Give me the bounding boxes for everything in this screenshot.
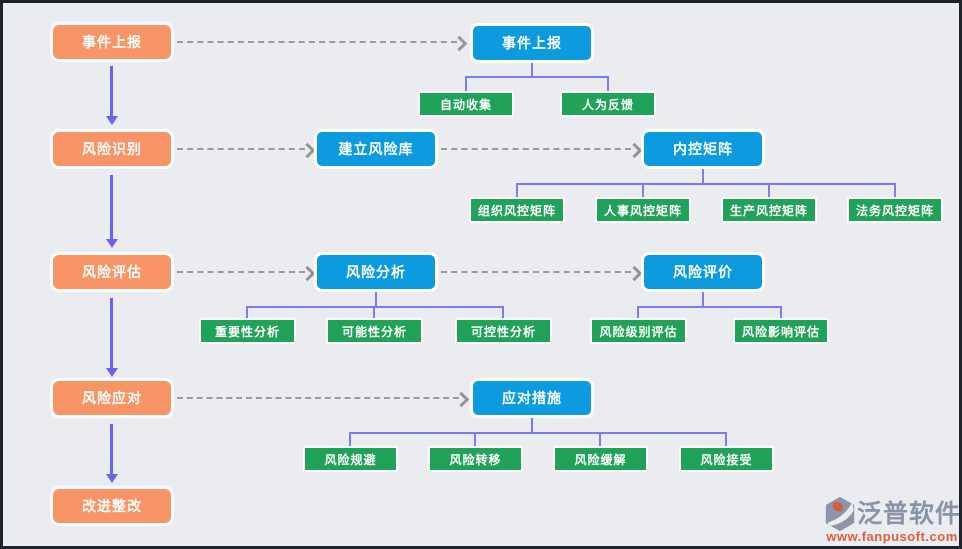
tree-connector — [725, 432, 727, 446]
leaf-node-risk-level-eval: 风险级别评估 — [590, 318, 687, 344]
dashed-link — [441, 271, 631, 273]
dashed-arrow-head-icon — [626, 142, 643, 159]
tree-connector — [516, 183, 518, 197]
tree-connector — [349, 432, 727, 434]
tree-connector — [349, 432, 351, 446]
dashed-link — [177, 397, 459, 399]
stage-node-risk-respond: 风险应对 — [50, 378, 174, 418]
tree-connector — [246, 306, 504, 308]
leaf-node-risk-accept: 风险接受 — [679, 446, 774, 472]
flow-arrow-head-icon — [106, 474, 118, 483]
leaf-node-risk-impact-eval: 风险影响评估 — [733, 318, 829, 344]
leaf-node-org-matrix: 组织风控矩阵 — [469, 197, 565, 223]
leaf-node-auto-collect: 自动收集 — [418, 91, 514, 117]
hub-node-control-matrix: 内控矩阵 — [641, 129, 765, 169]
fanpu-logo-icon — [825, 497, 855, 531]
tree-connector — [894, 183, 896, 197]
tree-connector — [531, 418, 533, 432]
leaf-node-risk-transfer: 风险转移 — [428, 446, 523, 472]
tree-connector — [780, 306, 782, 318]
tree-connector — [768, 183, 770, 197]
dashed-link — [441, 148, 631, 150]
hub-node-event-report: 事件上报 — [470, 23, 594, 63]
leaf-node-importance-analysis: 重要性分析 — [199, 318, 296, 344]
flow-arrow-head-icon — [106, 368, 118, 377]
watermark: 泛普软件 www.fanpusoft.com — [823, 497, 962, 544]
leaf-node-prod-matrix: 生产风控矩阵 — [721, 197, 817, 223]
flow-arrow-line — [110, 298, 113, 368]
tree-connector — [516, 183, 896, 185]
stage-node-risk-identify: 风险识别 — [50, 129, 174, 169]
tree-connector — [375, 292, 377, 306]
flow-arrow-line — [110, 175, 113, 239]
dashed-link — [177, 41, 457, 43]
flow-arrow-head-icon — [106, 239, 118, 248]
stage-node-event-report: 事件上报 — [50, 22, 174, 62]
dashed-link — [177, 148, 305, 150]
tree-connector — [474, 432, 476, 446]
tree-connector — [702, 292, 704, 306]
tree-connector — [502, 306, 504, 318]
tree-connector — [642, 183, 644, 197]
leaf-node-risk-avoid: 风险规避 — [303, 446, 398, 472]
stage-node-improve: 改进整改 — [50, 486, 174, 526]
dashed-arrow-head-icon — [453, 391, 470, 408]
dashed-arrow-head-icon — [451, 35, 468, 52]
hub-node-response-measures: 应对措施 — [470, 378, 594, 418]
leaf-node-hr-matrix: 人事风控矩阵 — [595, 197, 691, 223]
leaf-node-legal-matrix: 法务风控矩阵 — [847, 197, 943, 223]
hub-node-risk-evaluation: 风险评价 — [641, 252, 765, 292]
leaf-node-controllability-analysis: 可控性分析 — [455, 318, 552, 344]
tree-connector — [637, 306, 639, 318]
tree-connector — [702, 169, 704, 183]
tree-connector — [246, 306, 248, 318]
dashed-arrow-head-icon — [299, 265, 316, 282]
leaf-node-risk-mitigate: 风险缓解 — [553, 446, 648, 472]
hub-node-risk-library: 建立风险库 — [314, 129, 438, 169]
stage-node-risk-assess: 风险评估 — [50, 252, 174, 292]
tree-connector — [465, 76, 467, 91]
dashed-arrow-head-icon — [299, 142, 316, 159]
watermark-url-text: www.fanpusoft.com — [826, 529, 958, 544]
tree-connector — [607, 76, 609, 91]
tree-connector — [599, 432, 601, 446]
hub-node-risk-analysis: 风险分析 — [314, 252, 438, 292]
flow-arrow-head-icon — [106, 116, 118, 125]
tree-connector — [373, 306, 375, 318]
leaf-node-human-feedback: 人为反馈 — [560, 91, 656, 117]
flow-arrow-line — [110, 424, 113, 474]
tree-connector — [637, 306, 782, 308]
tree-connector — [531, 63, 533, 76]
flow-arrow-line — [110, 66, 113, 116]
leaf-node-probability-analysis: 可能性分析 — [326, 318, 423, 344]
tree-connector — [465, 76, 609, 78]
dashed-arrow-head-icon — [626, 265, 643, 282]
watermark-brand-text: 泛普软件 — [857, 500, 962, 528]
dashed-link — [177, 271, 305, 273]
